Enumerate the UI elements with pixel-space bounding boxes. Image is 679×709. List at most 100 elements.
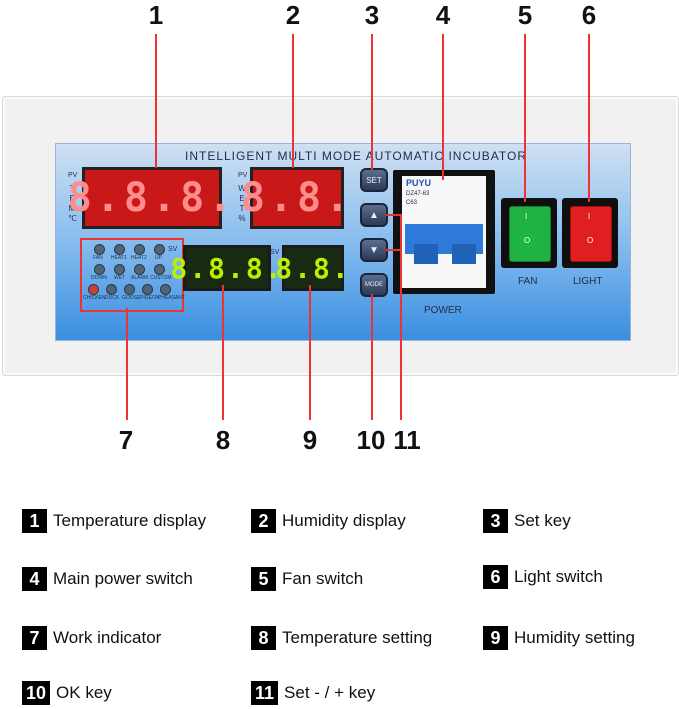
legend-item: 6 Light switch bbox=[483, 565, 603, 589]
leader-line bbox=[386, 249, 402, 251]
breaker-toggle[interactable] bbox=[414, 244, 438, 264]
callout-number: 5 bbox=[517, 0, 533, 30]
off-mark: O bbox=[524, 236, 531, 245]
panel-title: INTELLIGENT MULTI MODE AUTOMATIC INCUBAT… bbox=[185, 149, 528, 163]
legend-item: 5 Fan switch bbox=[251, 567, 363, 591]
legend-number: 4 bbox=[22, 567, 47, 591]
humidity-setting-display: 8.8. bbox=[275, 245, 349, 291]
indicator-label: DUCK bbox=[105, 295, 120, 301]
legend-text: Set - / + key bbox=[284, 683, 376, 702]
legend-item: 10 OK key bbox=[22, 681, 112, 705]
indicator-label: GOOSE bbox=[122, 295, 141, 301]
indicator-led bbox=[114, 244, 125, 255]
legend-item: 4 Main power switch bbox=[22, 567, 193, 591]
mode-key[interactable]: MODE bbox=[360, 273, 388, 297]
legend-number: 1 bbox=[22, 509, 47, 533]
callout-number: 2 bbox=[285, 0, 301, 30]
indicator-led bbox=[142, 284, 153, 295]
indicator-label: CUSTOM bbox=[150, 275, 172, 281]
leader-line bbox=[386, 214, 402, 216]
legend-number: 2 bbox=[251, 509, 276, 533]
breaker-rating: C63 bbox=[406, 200, 418, 206]
humidity-unit-label: W E T % bbox=[238, 184, 246, 223]
indicator-led bbox=[134, 244, 145, 255]
indicator-label: PHEASANT bbox=[158, 295, 185, 301]
temperature-display: 8.8.8. bbox=[68, 167, 232, 229]
legend-text: Light switch bbox=[514, 567, 603, 586]
leader-line bbox=[292, 34, 294, 168]
callout-number: 1 bbox=[148, 0, 164, 30]
leader-line bbox=[588, 34, 590, 202]
breaker-brand: PUYU bbox=[406, 178, 432, 188]
breaker-model: DZ47-63 bbox=[406, 191, 430, 197]
legend-number: 7 bbox=[22, 626, 47, 650]
down-key[interactable]: ▼ bbox=[360, 238, 388, 262]
legend-text: Humidity display bbox=[282, 511, 406, 530]
legend-item: 2 Humidity display bbox=[251, 509, 406, 533]
leader-line bbox=[400, 214, 402, 420]
legend-item: 3 Set key bbox=[483, 509, 571, 533]
indicator-label: HEAT2 bbox=[131, 255, 147, 261]
legend-text: Main power switch bbox=[53, 569, 193, 588]
legend-number: 5 bbox=[251, 567, 276, 591]
temp-unit-label: T E M ℃ bbox=[68, 184, 77, 223]
fan-switch[interactable] bbox=[501, 198, 557, 268]
set-key[interactable]: SET bbox=[360, 168, 388, 192]
on-mark: I bbox=[588, 212, 591, 221]
indicator-led bbox=[160, 284, 171, 295]
sv-label: SV bbox=[270, 249, 280, 256]
legend-text: Temperature setting bbox=[282, 628, 433, 647]
leader-line bbox=[155, 34, 157, 168]
legend-text: Humidity setting bbox=[514, 628, 635, 647]
callout-number: 11 bbox=[393, 425, 421, 455]
indicator-label: UP bbox=[155, 255, 162, 261]
indicator-led bbox=[94, 264, 105, 275]
light-rocker[interactable] bbox=[570, 206, 612, 262]
indicator-led bbox=[134, 264, 145, 275]
legend-text: Temperature display bbox=[53, 511, 207, 530]
legend-text: Fan switch bbox=[282, 569, 364, 588]
indicator-label: WET bbox=[114, 275, 126, 281]
indicator-led bbox=[114, 264, 125, 275]
pv-label: PV bbox=[238, 172, 248, 179]
off-mark: O bbox=[587, 236, 594, 245]
callout-number: 9 bbox=[302, 425, 318, 455]
callout-number: 7 bbox=[118, 425, 134, 455]
leader-line bbox=[524, 34, 526, 202]
indicator-label: HEAT1 bbox=[111, 255, 127, 261]
breaker-toggle[interactable] bbox=[452, 244, 476, 264]
callout-number: 6 bbox=[581, 0, 597, 30]
on-mark: I bbox=[525, 212, 528, 221]
leader-line bbox=[126, 308, 128, 420]
fan-rocker[interactable] bbox=[509, 206, 551, 262]
leader-line bbox=[371, 294, 373, 420]
indicator-label: CHICKEN bbox=[83, 295, 106, 301]
leader-line bbox=[309, 285, 311, 420]
pv-label: PV bbox=[68, 172, 78, 179]
legend-item: 7 Work indicator bbox=[22, 626, 161, 650]
legend-item: 8 Temperature setting bbox=[251, 626, 432, 650]
indicator-label: FAN bbox=[93, 255, 103, 261]
legend-item: 1 Temperature display bbox=[22, 509, 206, 533]
legend-number: 3 bbox=[483, 509, 508, 533]
legend-number: 10 bbox=[22, 681, 51, 705]
legend-number: 6 bbox=[483, 565, 508, 589]
leader-line bbox=[222, 285, 224, 420]
legend-number: 8 bbox=[251, 626, 276, 650]
legend-text: Set key bbox=[514, 511, 571, 530]
temperature-setting-display: 8.8.8. bbox=[170, 245, 282, 291]
indicator-led bbox=[94, 244, 105, 255]
up-key[interactable]: ▲ bbox=[360, 203, 388, 227]
callout-number: 4 bbox=[435, 0, 451, 30]
fan-label: FAN bbox=[518, 276, 538, 287]
humidity-display: 8.8. bbox=[241, 167, 349, 229]
indicator-label: ALARM bbox=[131, 275, 149, 281]
legend-number: 9 bbox=[483, 626, 508, 650]
indicator-led bbox=[124, 284, 135, 295]
light-switch[interactable] bbox=[562, 198, 618, 268]
callout-number: 8 bbox=[215, 425, 231, 455]
indicator-led bbox=[88, 284, 99, 295]
indicator-label: DOWN bbox=[91, 275, 107, 281]
legend-text: Work indicator bbox=[53, 628, 162, 647]
leader-line bbox=[442, 34, 444, 180]
